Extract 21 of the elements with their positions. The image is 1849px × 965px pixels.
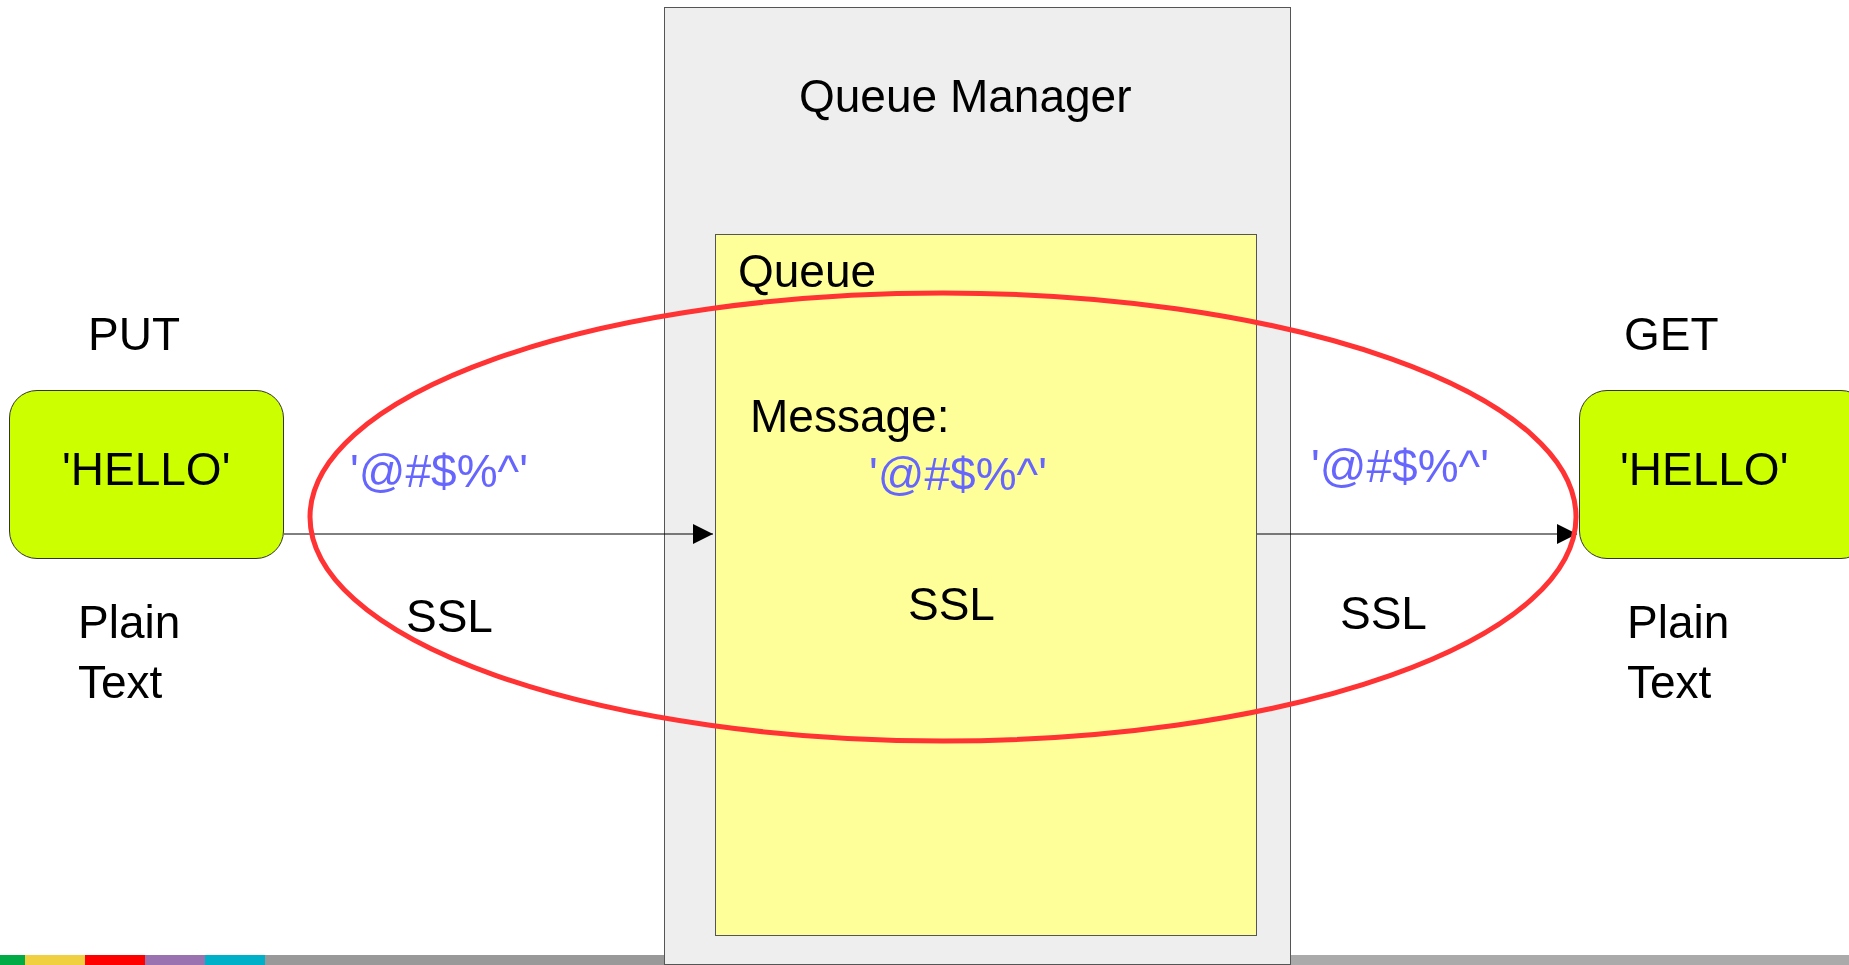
message-box [1579,390,1849,559]
encrypted-text: '@#$%^' [869,448,1047,500]
caption-text: PUT [88,307,181,362]
node-text: 'HELLO' [1620,443,1789,495]
manager-panel [664,7,1291,965]
queue-box [715,234,1257,936]
arrow [1256,524,1578,544]
protocol-label: SSL [406,590,493,642]
node-text: Queue [738,245,877,297]
node-text: SSL [908,578,995,630]
node-text: Message: [750,390,950,442]
caption-text: Plain Text [78,595,182,710]
edge-label: '@#$%^' [1311,440,1489,492]
message-box [9,390,284,559]
caption-text: GET [1624,307,1720,362]
caption-text: Plain Text [1627,595,1731,710]
node-text: Queue Manager [799,70,1132,122]
arrow [283,524,714,544]
edge-label: '@#$%^' [350,445,528,497]
protocol-label: SSL [1340,587,1427,639]
node-text: 'HELLO' [62,443,231,495]
